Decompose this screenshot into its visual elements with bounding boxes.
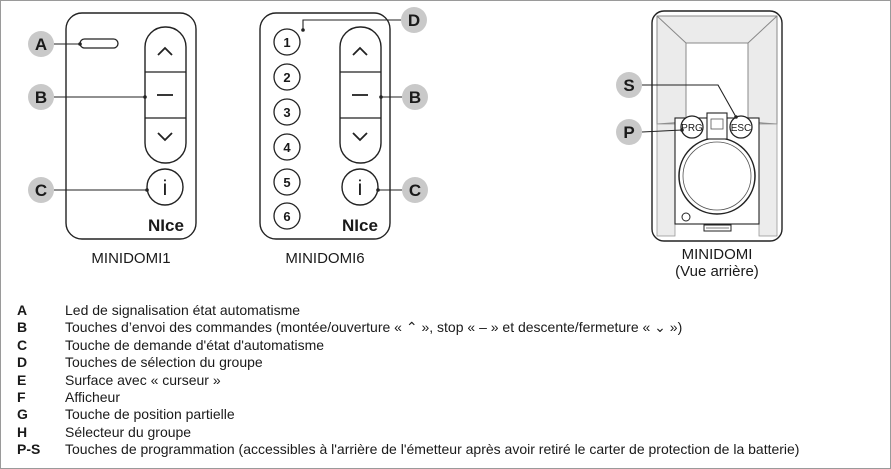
legend-code: C: [17, 336, 28, 353]
devices-illustration: i NIce MINIDOMI1 A B C 1 2 3 4 5 6: [28, 7, 783, 280]
info-button-6[interactable]: [341, 168, 379, 206]
down-arrow-icon[interactable]: [352, 132, 368, 142]
legend-text: Touche de position partielle: [65, 406, 235, 423]
info-button[interactable]: [146, 168, 184, 206]
group-key-6-label: 6: [283, 209, 290, 224]
legend-code: A: [17, 302, 28, 318]
callout-a: [28, 31, 54, 57]
callout-d: [401, 7, 427, 33]
up-arrow-icon[interactable]: [352, 46, 368, 56]
up-arrow-icon[interactable]: [157, 46, 173, 56]
callout-s-label: S: [623, 76, 634, 95]
minidomi-back-view: PRG ESC MINIDOMI (Vue arrière): [651, 10, 783, 280]
group-key-3[interactable]: [273, 98, 301, 126]
minidomi1-label: MINIDOMI1: [91, 250, 170, 267]
legend-text: Afficheur: [65, 388, 120, 405]
group-key-2-label: 2: [283, 70, 290, 85]
status-led: [79, 38, 119, 49]
brand-logo: NIce: [148, 216, 184, 235]
legend-code: D: [17, 354, 28, 371]
battery: [678, 137, 756, 215]
legend-code: P-S: [17, 441, 41, 458]
group-key-4-label: 4: [283, 140, 291, 155]
legend-code: F: [17, 388, 26, 405]
info-button-6-label: i: [358, 177, 363, 200]
callout-b-left: [28, 84, 54, 110]
brand-logo-6: NIce: [342, 216, 378, 235]
legend-code: G: [17, 406, 28, 423]
legend-row: A Led de signalisation état automatisme: [17, 302, 877, 319]
callout-c-right-label: C: [409, 181, 421, 200]
legend-text: Touches d’envoi des commandes (montée/ou…: [65, 319, 683, 336]
legend-code: B: [17, 319, 28, 336]
callout-c-left: [28, 177, 54, 203]
esc-button-label: ESC: [731, 123, 752, 134]
minidomi6-label: MINIDOMI6: [285, 250, 364, 267]
minidomi1-remote: i NIce MINIDOMI1: [65, 12, 197, 267]
legend-text: Led de signalisation état automatisme: [65, 302, 301, 318]
legend-row: F Afficheur: [17, 389, 877, 406]
legend-row: H Sélecteur du groupe: [17, 424, 877, 441]
esc-button[interactable]: [729, 115, 753, 139]
group-key-5[interactable]: [273, 168, 301, 196]
legend-row: B Touches d’envoi des commandes (montée/o…: [17, 319, 877, 336]
callout-p: [616, 119, 642, 145]
group-key-2[interactable]: [273, 63, 301, 91]
group-key-4[interactable]: [273, 133, 301, 161]
prg-button-label: PRG: [681, 123, 703, 134]
prg-button[interactable]: [680, 115, 704, 139]
legend-row: G Touche de position partielle: [17, 406, 877, 423]
legend-row: E Surface avec « curseur »: [17, 372, 877, 389]
legend: A Led de signalisation état automatisme B…: [17, 302, 877, 459]
group-key-3-label: 3: [283, 105, 290, 120]
minidomi6-remote: 1 2 3 4 5 6 i NIce MINIDOMI6: [259, 12, 391, 267]
info-button-label: i: [163, 177, 168, 200]
group-key-5-label: 5: [283, 175, 290, 190]
back-view-subtitle: (Vue arrière): [675, 263, 759, 280]
callout-p-label: P: [623, 123, 634, 142]
group-key-6[interactable]: [273, 202, 301, 230]
back-view-title: MINIDOMI: [682, 246, 753, 263]
callout-b-right: [402, 84, 428, 110]
legend-text: Surface avec « curseur »: [65, 371, 221, 388]
callout-b-right-label: B: [409, 88, 421, 107]
legend-text: Touche de demande d'état d'automatisme: [65, 336, 325, 353]
down-arrow-icon[interactable]: [157, 132, 173, 142]
callout-d-label: D: [408, 11, 420, 30]
legend-row: P-S Touches de programmation (accessibles…: [17, 441, 877, 458]
legend-code: H: [17, 423, 28, 440]
callout-b-left-label: B: [35, 88, 47, 107]
group-key-1[interactable]: [273, 28, 301, 56]
group-key-1-label: 1: [283, 35, 290, 50]
legend-row: D Touches de sélection du groupe: [17, 354, 877, 371]
legend-row: C Touche de demande d'état d'automatisme: [17, 337, 877, 354]
legend-text: Sélecteur du groupe: [65, 423, 192, 440]
legend-text: Touches de programmation (accessibles à …: [65, 441, 800, 458]
legend-code: E: [17, 371, 27, 388]
callout-s: [616, 72, 642, 98]
callout-a-label: A: [35, 35, 47, 54]
legend-text: Touches de sélection du groupe: [65, 354, 263, 371]
group-keys: 1 2 3 4 5 6: [273, 28, 301, 230]
callout-c-left-label: C: [35, 181, 47, 200]
callout-c-right: [402, 177, 428, 203]
